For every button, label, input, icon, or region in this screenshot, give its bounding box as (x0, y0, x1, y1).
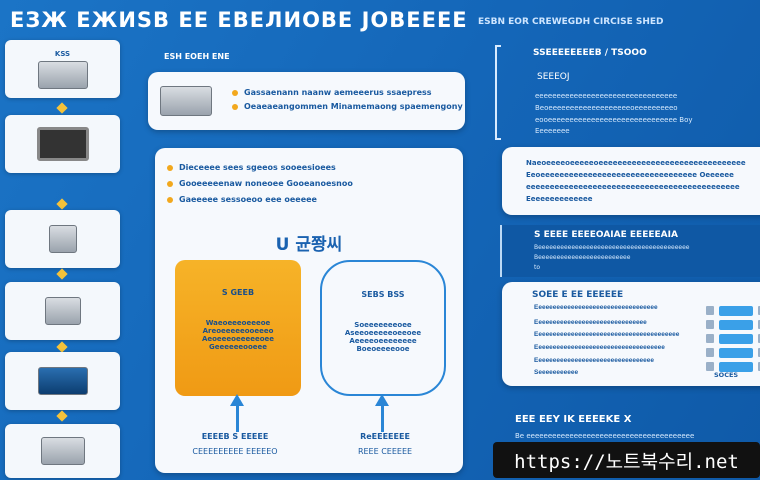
page-title: ЕЗЖ ЕЖИSВ ЕЕ ЕВЕЛИОВЕ ЈОВЕЕЕЕ (10, 8, 468, 32)
status-chip (719, 306, 753, 316)
connector-diamond-icon (56, 268, 68, 280)
main-line: Gooeeeeenaw noneoee Gooeanoesnoo (167, 179, 353, 188)
watermark: https://노트북수리.net (493, 442, 760, 478)
blue-box-line: Aseeoeeeeeoeeoee (344, 329, 422, 337)
server-icon (160, 86, 212, 116)
status-row: Eeeeeeeeeeeeeeeeeeeeeeeeeeeeeeeeeeeeeeee (534, 331, 680, 338)
arrow-up-icon (375, 394, 389, 432)
device-card-5 (5, 352, 120, 410)
main-heading: U 균쫭씨 (275, 235, 343, 255)
status-row: Eeeeeeeeeeeeeeeeeeeeeeeeeeeeeee (534, 319, 647, 326)
rack-server-icon (40, 437, 85, 465)
orange-box-line: Areoeeeeeooeeeo (202, 327, 274, 335)
connector-diamond-icon (56, 102, 68, 114)
blue-box-line: Soeeeeeeeoee (354, 321, 412, 329)
band-line: Beeeeeeeeeeeeeeeeeeeeeeeee (534, 254, 631, 261)
server-icon (37, 60, 88, 89)
printer-icon (48, 225, 77, 253)
device-card-6 (5, 424, 120, 478)
status-chip (719, 334, 753, 344)
main-line: Gaeeeee sessoeoo eee oeeeee (167, 195, 317, 204)
top-card: Gassaenann naanw aemeeerus ssaepress Oea… (148, 72, 465, 130)
status-row: Eeeeeeeeeeeeeeeeeeeeeeeeeeeeeeeeeeee (534, 344, 665, 351)
device-card-3 (5, 210, 120, 268)
top-card-line: Oeaeaeangommen Minamemaong spaemengony (232, 102, 463, 111)
status-badge: SOCES (714, 371, 739, 379)
status-title: SOEE E EE EEEEEE (532, 290, 624, 300)
status-row: Eeeeeeeeeeeeeeeeeeeeeeeeeeeeeeeee (534, 357, 655, 364)
info-card: Naeoeeeeoeeeeeoeeeeeeeeeeeeeeeeeeeeeeeee… (502, 147, 760, 215)
status-chip (719, 362, 753, 372)
bracket-sub: SEEEOJ (537, 72, 570, 82)
device-card-4 (5, 282, 120, 340)
orange-box-line: Geeeeeeooeee (208, 343, 268, 351)
info-line: eeeeeeeeeeeeeeeeeeeeeeeeeeeeeeeeeeeeeeee… (526, 183, 740, 191)
band-line: Beeeeeeeeeeeeeeeeeeeeeeeeeeeeeeeeeeeeeee… (534, 244, 690, 251)
arrow-label-sub: REEE CEEEEE (357, 447, 413, 456)
blue-box-line: Aeeeeoeeeeeeee (349, 337, 417, 345)
info-line: Eeoeeeeeeeeeeeeeeeeeeeeeeeeeeeeeeeee Oee… (526, 171, 734, 179)
blue-box-title: SEBS BSS (361, 290, 405, 299)
bracket-title: SSEEEEEEEEB / TSOOO (533, 48, 647, 58)
top-card-line: Gassaenann naanw aemeeerus ssaepress (232, 88, 432, 97)
orange-box-title: S GEEB (221, 288, 255, 297)
info-line: Naeoeeeeoeeeeeoeeeeeeeeeeeeeeeeeeeeeeeee… (526, 159, 746, 167)
device-label: KSS (54, 49, 71, 58)
arrow-up-icon (230, 394, 244, 432)
blue-outline-box: SEBS BSS Soeeeeeeeoee Aseeoeeeeeoeeoee A… (320, 260, 446, 396)
info-line: Eeeeeeeeeeeeee (526, 195, 593, 203)
storage-icon (37, 367, 88, 395)
blue-box-line: Boeoeeeeooe (356, 345, 410, 353)
connector-diamond-icon (56, 198, 68, 210)
bottom-line: Be eeeeeeeeeeeeeeeeeeeeeeeeeeeeeeeeeeeee… (515, 432, 695, 440)
arrow-label: ReEEEEEEE (360, 432, 410, 441)
bottom-title: EEE EEY IK EEEEKE X (515, 414, 632, 425)
bracket (495, 45, 501, 140)
bracket-line: Eeeeeeee (535, 127, 570, 135)
orange-box-line: Waeoeeeoeeeoe (205, 319, 271, 327)
status-chip (719, 320, 753, 330)
orange-box-line: Aeoeeeoeeeeeoee (201, 335, 275, 343)
section-label: ESH EOEH ENE (164, 52, 230, 61)
main-line: Dieceeee sees sgeeos sooeesioees (167, 163, 336, 172)
page-subtitle: ESBN EOR CREWEGDH CIRCISE SHED (478, 17, 664, 27)
device-card-1: KSS (5, 40, 120, 98)
status-chip (719, 348, 753, 358)
band-title: S EEEE EEEEOAIAE EEEEEAIA (534, 230, 678, 240)
orange-box: S GEEB Waeoeeeoeeeoe Areoeeeeeooeeeo Aeo… (175, 260, 301, 396)
device-card-2 (5, 115, 120, 173)
status-row: Eeeeeeeeeeeeeeeeeeeeeeeeeeeeeeeeee (534, 304, 658, 311)
band-line: to (534, 264, 541, 271)
connector-diamond-icon (56, 410, 68, 422)
connector-diamond-icon (56, 341, 68, 353)
bracket-line: Beoeeeeeeeeeeeeeeeeeeeoeeeeeeeeeo (535, 104, 678, 112)
status-indicators (706, 306, 760, 372)
router-icon (44, 297, 81, 325)
status-row: Seeeeeeeeeee (534, 369, 579, 376)
arrow-label-sub: CEEEEEEEEE EEEEEO (192, 447, 278, 456)
bracket-line: eeeeeeeeeeeeeeeeeeeeeeeeeeeeeeeee (535, 92, 678, 100)
bracket-line: eooeeeeeeeeeeeeeeeeeeeeeeeeeeeeee Boy (535, 116, 693, 124)
highlight-band: S EEEE EEEEOAIAE EEEEEAIA Beeeeeeeeeeeee… (500, 225, 760, 277)
status-card: SOEE E EE EEEEEE Eeeeeeeeeeeeeeeeeeeeeee… (502, 282, 760, 386)
monitor-icon (36, 127, 89, 161)
arrow-label: EEEEB S EEEEE (201, 432, 269, 441)
